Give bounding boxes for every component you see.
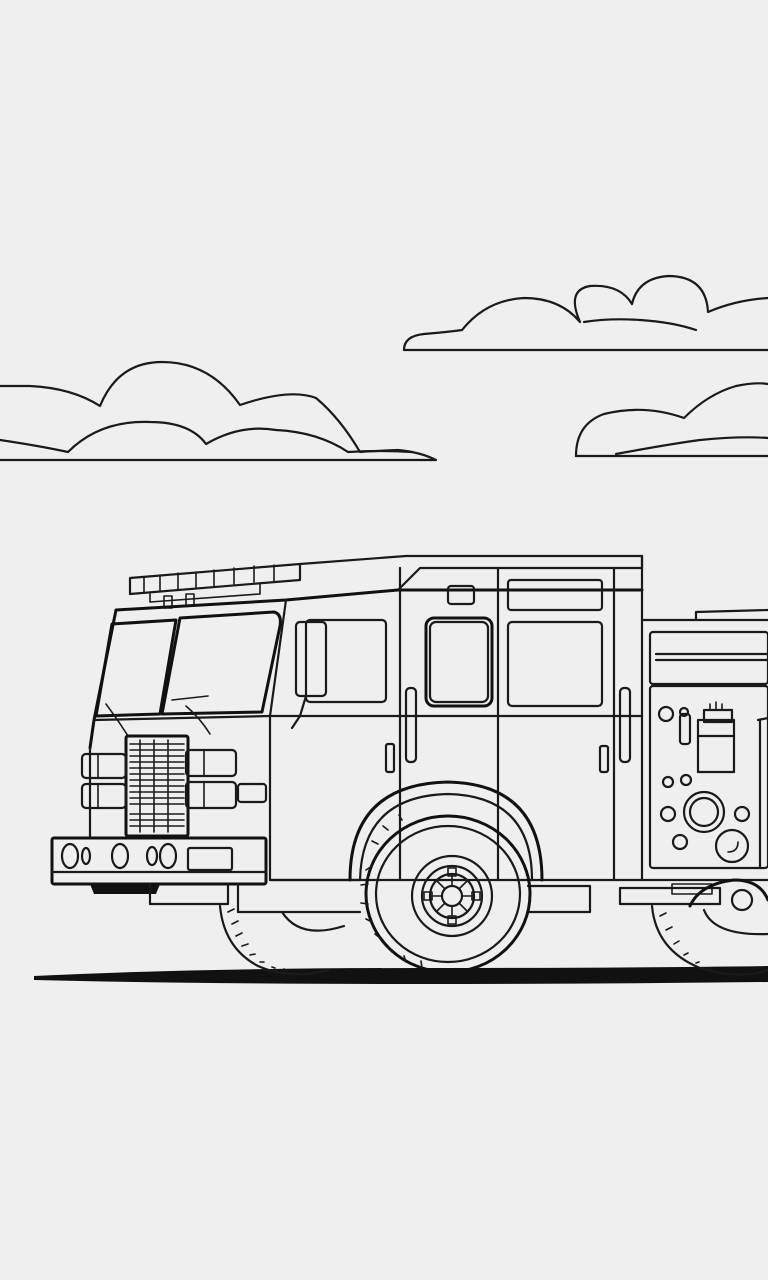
- turn-signal: [236, 782, 268, 804]
- headlight-right-lower: [184, 780, 238, 810]
- front-skirt: [236, 882, 362, 914]
- windshield: [94, 610, 282, 737]
- front-chassis: [148, 882, 230, 906]
- crew-cab: [404, 554, 644, 882]
- fire-truck: [50, 554, 768, 976]
- pump-panel: [640, 608, 768, 870]
- cloud-left: [0, 360, 438, 462]
- headlight-left-lower: [80, 782, 128, 810]
- rear-step-plate: [671, 883, 713, 895]
- wheel-arch-inner: [358, 792, 534, 882]
- main-wheel: [360, 814, 532, 974]
- rear-step: [618, 886, 722, 906]
- door-handle: [384, 742, 396, 774]
- cloud-bottom-right: [574, 382, 768, 458]
- cloud-top-right: [402, 274, 768, 352]
- roof-light-bar: [128, 562, 302, 609]
- side-mirror: [290, 620, 328, 730]
- truck-front: [80, 714, 272, 840]
- front-wheel: [218, 904, 346, 976]
- front-bumper: [50, 836, 268, 894]
- rear-wheel: [650, 878, 768, 976]
- headlight-right-upper: [184, 748, 238, 778]
- cab-side-window: [304, 618, 388, 704]
- wheel-arch: [348, 780, 544, 882]
- ground-shadow: [34, 966, 768, 984]
- step-box: [526, 884, 592, 914]
- headlight-left-upper: [80, 752, 128, 780]
